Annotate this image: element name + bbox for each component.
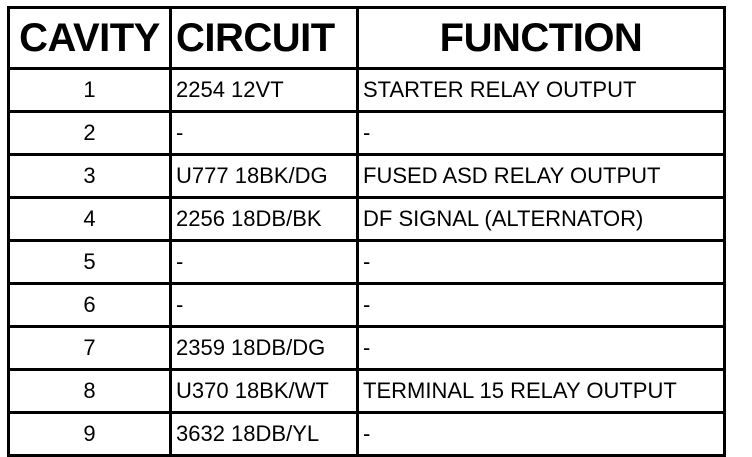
function-column-header: FUNCTION	[356, 6, 726, 70]
cavity-cell: 6	[7, 282, 172, 328]
circuit-cell: 3632 18DB/YL	[169, 411, 359, 457]
cavity-column-header: CAVITY	[7, 6, 172, 70]
header-row: CAVITY CIRCUIT FUNCTION	[7, 6, 726, 70]
table-row: 4 2256 18DB/BK DF SIGNAL (ALTERNATOR)	[7, 196, 726, 242]
function-cell: -	[356, 325, 726, 371]
circuit-cell: 2359 18DB/DG	[169, 325, 359, 371]
circuit-cell: U777 18BK/DG	[169, 153, 359, 199]
cavity-cell: 2	[7, 110, 172, 156]
cavity-cell: 9	[7, 411, 172, 457]
cavity-cell: 5	[7, 239, 172, 285]
circuit-column-header: CIRCUIT	[169, 6, 359, 70]
cavity-cell: 3	[7, 153, 172, 199]
circuit-cell: -	[169, 282, 359, 328]
circuit-cell: -	[169, 110, 359, 156]
table-row: 3 U777 18BK/DG FUSED ASD RELAY OUTPUT	[7, 153, 726, 199]
table-row: 1 2254 12VT STARTER RELAY OUTPUT	[7, 67, 726, 113]
cavity-cell: 4	[7, 196, 172, 242]
function-cell: -	[356, 239, 726, 285]
connector-pinout-table: CAVITY CIRCUIT FUNCTION 1 2254 12VT STAR…	[7, 6, 726, 457]
circuit-cell: -	[169, 239, 359, 285]
cavity-cell: 8	[7, 368, 172, 414]
table-row: 8 U370 18BK/WT TERMINAL 15 RELAY OUTPUT	[7, 368, 726, 414]
table-row: 9 3632 18DB/YL -	[7, 411, 726, 457]
cavity-cell: 1	[7, 67, 172, 113]
function-cell: TERMINAL 15 RELAY OUTPUT	[356, 368, 726, 414]
circuit-cell: U370 18BK/WT	[169, 368, 359, 414]
cavity-cell: 7	[7, 325, 172, 371]
table-row: 6 - -	[7, 282, 726, 328]
table-row: 2 - -	[7, 110, 726, 156]
table-row: 7 2359 18DB/DG -	[7, 325, 726, 371]
function-cell: FUSED ASD RELAY OUTPUT	[356, 153, 726, 199]
circuit-cell: 2256 18DB/BK	[169, 196, 359, 242]
function-cell: -	[356, 110, 726, 156]
function-cell: -	[356, 282, 726, 328]
table-row: 5 - -	[7, 239, 726, 285]
function-cell: -	[356, 411, 726, 457]
circuit-cell: 2254 12VT	[169, 67, 359, 113]
function-cell: DF SIGNAL (ALTERNATOR)	[356, 196, 726, 242]
function-cell: STARTER RELAY OUTPUT	[356, 67, 726, 113]
